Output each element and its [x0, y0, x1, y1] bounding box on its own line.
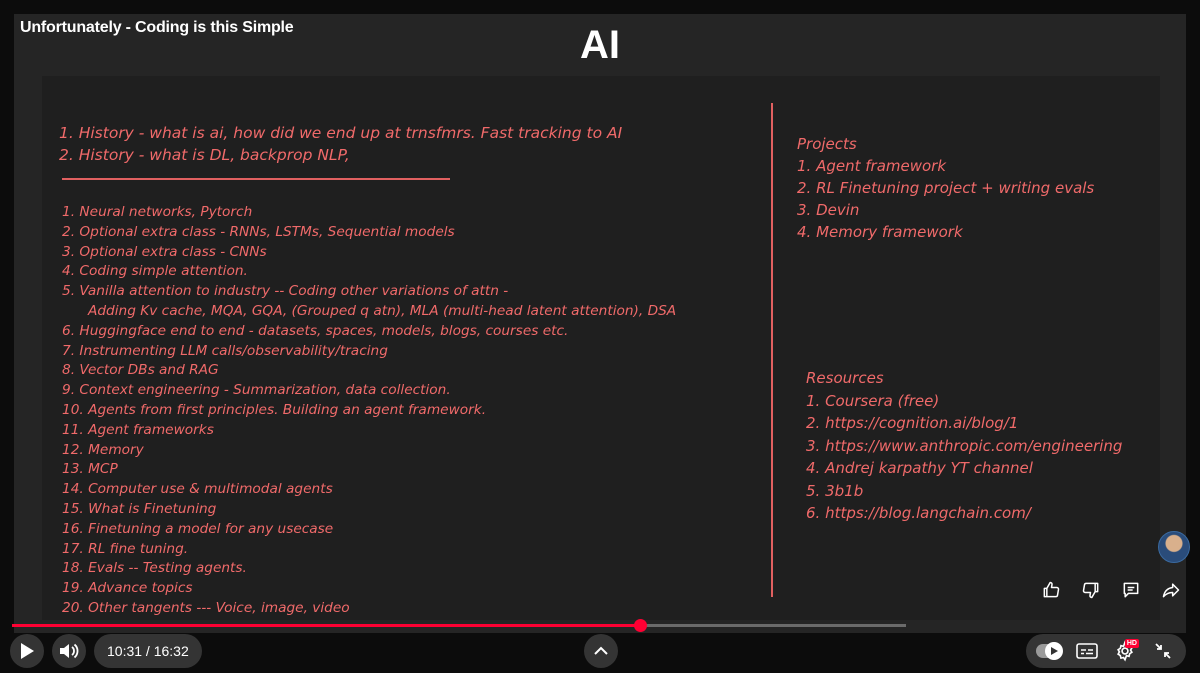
comment-button[interactable] — [1114, 575, 1148, 605]
history-line: 1. History - what is ai, how did we end … — [59, 124, 623, 142]
resource-item: 5. 3b1b — [806, 481, 864, 500]
topic-item: 11. Agent frameworks — [62, 421, 214, 438]
like-button[interactable] — [1034, 575, 1068, 605]
history-line: 2. History - what is DL, backprop NLP, — [59, 146, 350, 164]
comment-icon — [1123, 582, 1139, 598]
resources-heading: Resources — [806, 369, 884, 387]
topic-item: 4. Coding simple attention. — [62, 263, 248, 280]
topic-item: 7. Instrumenting LLM calls/observability… — [62, 342, 388, 359]
autoplay-toggle[interactable] — [1032, 634, 1066, 668]
topic-item: 3. Optional extra class - CNNs — [62, 243, 267, 260]
volume-button[interactable] — [52, 634, 86, 668]
whiteboard — [42, 76, 1160, 620]
topic-item: 20. Other tangents --- Voice, image, vid… — [62, 599, 350, 616]
projects-heading: Projects — [797, 135, 857, 153]
play-icon — [21, 643, 34, 659]
expand-button[interactable] — [584, 634, 618, 668]
resource-item: 4. Andrej karpathy YT channel — [806, 459, 1033, 477]
slide-title: AI — [580, 23, 620, 67]
scrubber-handle[interactable] — [633, 619, 647, 632]
underline-divider — [62, 178, 450, 180]
time-display: 10:31 / 16:32 — [94, 634, 202, 668]
play-button[interactable] — [10, 634, 44, 668]
autoplay-track — [1036, 642, 1063, 660]
topic-item: 17. RL fine tuning. — [62, 540, 189, 557]
topic-item: 13. MCP — [62, 461, 118, 478]
topic-item: 16. Finetuning a model for any usecase — [62, 520, 334, 537]
project-item: 3. Devin — [797, 201, 860, 219]
resource-item: 2. https://cognition.ai/blog/1 — [806, 414, 1019, 432]
channel-avatar[interactable] — [1158, 531, 1190, 563]
topic-item: 10. Agents from first principles. Buildi… — [62, 401, 487, 418]
topic-item: 19. Advance topics — [62, 580, 193, 597]
resource-item: 6. https://blog.langchain.com/ — [806, 504, 1031, 522]
vertical-divider — [771, 103, 773, 597]
chevron-up-icon — [594, 646, 608, 655]
player-controls-left: 10:31 / 16:32 — [10, 634, 202, 668]
resource-item: 1. Coursera (free) — [806, 391, 940, 410]
thumbs-down-icon — [1082, 582, 1099, 599]
progress-played — [12, 624, 640, 627]
exit-fullscreen-button[interactable] — [1146, 634, 1180, 668]
exit-fullscreen-icon — [1155, 643, 1171, 659]
topic-item: 2. Optional extra class - RNNs, LSTMs, S… — [62, 223, 455, 240]
projects-section: Projects 1. Agent framework 2. RL Finetu… — [797, 133, 1094, 243]
action-buttons — [1034, 575, 1188, 605]
captions-icon — [1076, 643, 1098, 659]
topics-list: 1. Neural networks, Pytorch 2. Optional … — [62, 203, 676, 619]
topic-item: 1. Neural networks, Pytorch — [62, 204, 253, 220]
topic-item: 8. Vector DBs and RAG — [62, 362, 219, 379]
resource-item: 3. https://www.anthropic.com/engineering — [806, 436, 1123, 455]
topic-item: 6. Huggingface end to end - datasets, sp… — [62, 322, 569, 339]
dislike-button[interactable] — [1074, 575, 1108, 605]
captions-button[interactable] — [1070, 634, 1104, 668]
player-controls-right: HD — [1026, 634, 1186, 668]
progress-bar[interactable] — [12, 619, 906, 632]
topic-item: 9. Context engineering - Summarization, … — [62, 382, 451, 399]
share-button[interactable] — [1154, 575, 1188, 605]
thumbs-up-icon — [1043, 581, 1060, 598]
topic-item: 18. Evals -- Testing agents. — [62, 560, 247, 577]
volume-icon — [60, 643, 79, 659]
topic-item: 14. Computer use & multimodal agents — [62, 481, 333, 498]
topic-item: 5. Vanilla attention to industry -- Codi… — [62, 283, 509, 300]
autoplay-knob — [1045, 642, 1063, 660]
hd-badge: HD — [1124, 639, 1139, 648]
history-notes: 1. History - what is ai, how did we end … — [59, 122, 622, 166]
video-title[interactable]: Unfortunately - Coding is this Simple — [20, 19, 294, 36]
resources-section: Resources 1. Coursera (free) 2. https://… — [806, 367, 1122, 525]
share-icon — [1162, 583, 1180, 598]
project-item: 4. Memory framework — [797, 223, 963, 241]
topic-item: 15. What is Finetuning — [62, 500, 217, 517]
play-icon — [1051, 647, 1058, 655]
topic-item: 12. Memory — [62, 441, 144, 458]
settings-button[interactable]: HD — [1108, 634, 1142, 668]
project-item: 1. Agent framework — [797, 157, 947, 175]
topic-item-continuation: Adding Kv cache, MQA, GQA, (Grouped q at… — [88, 302, 677, 319]
project-item: 2. RL Finetuning project + writing evals — [797, 179, 1095, 197]
